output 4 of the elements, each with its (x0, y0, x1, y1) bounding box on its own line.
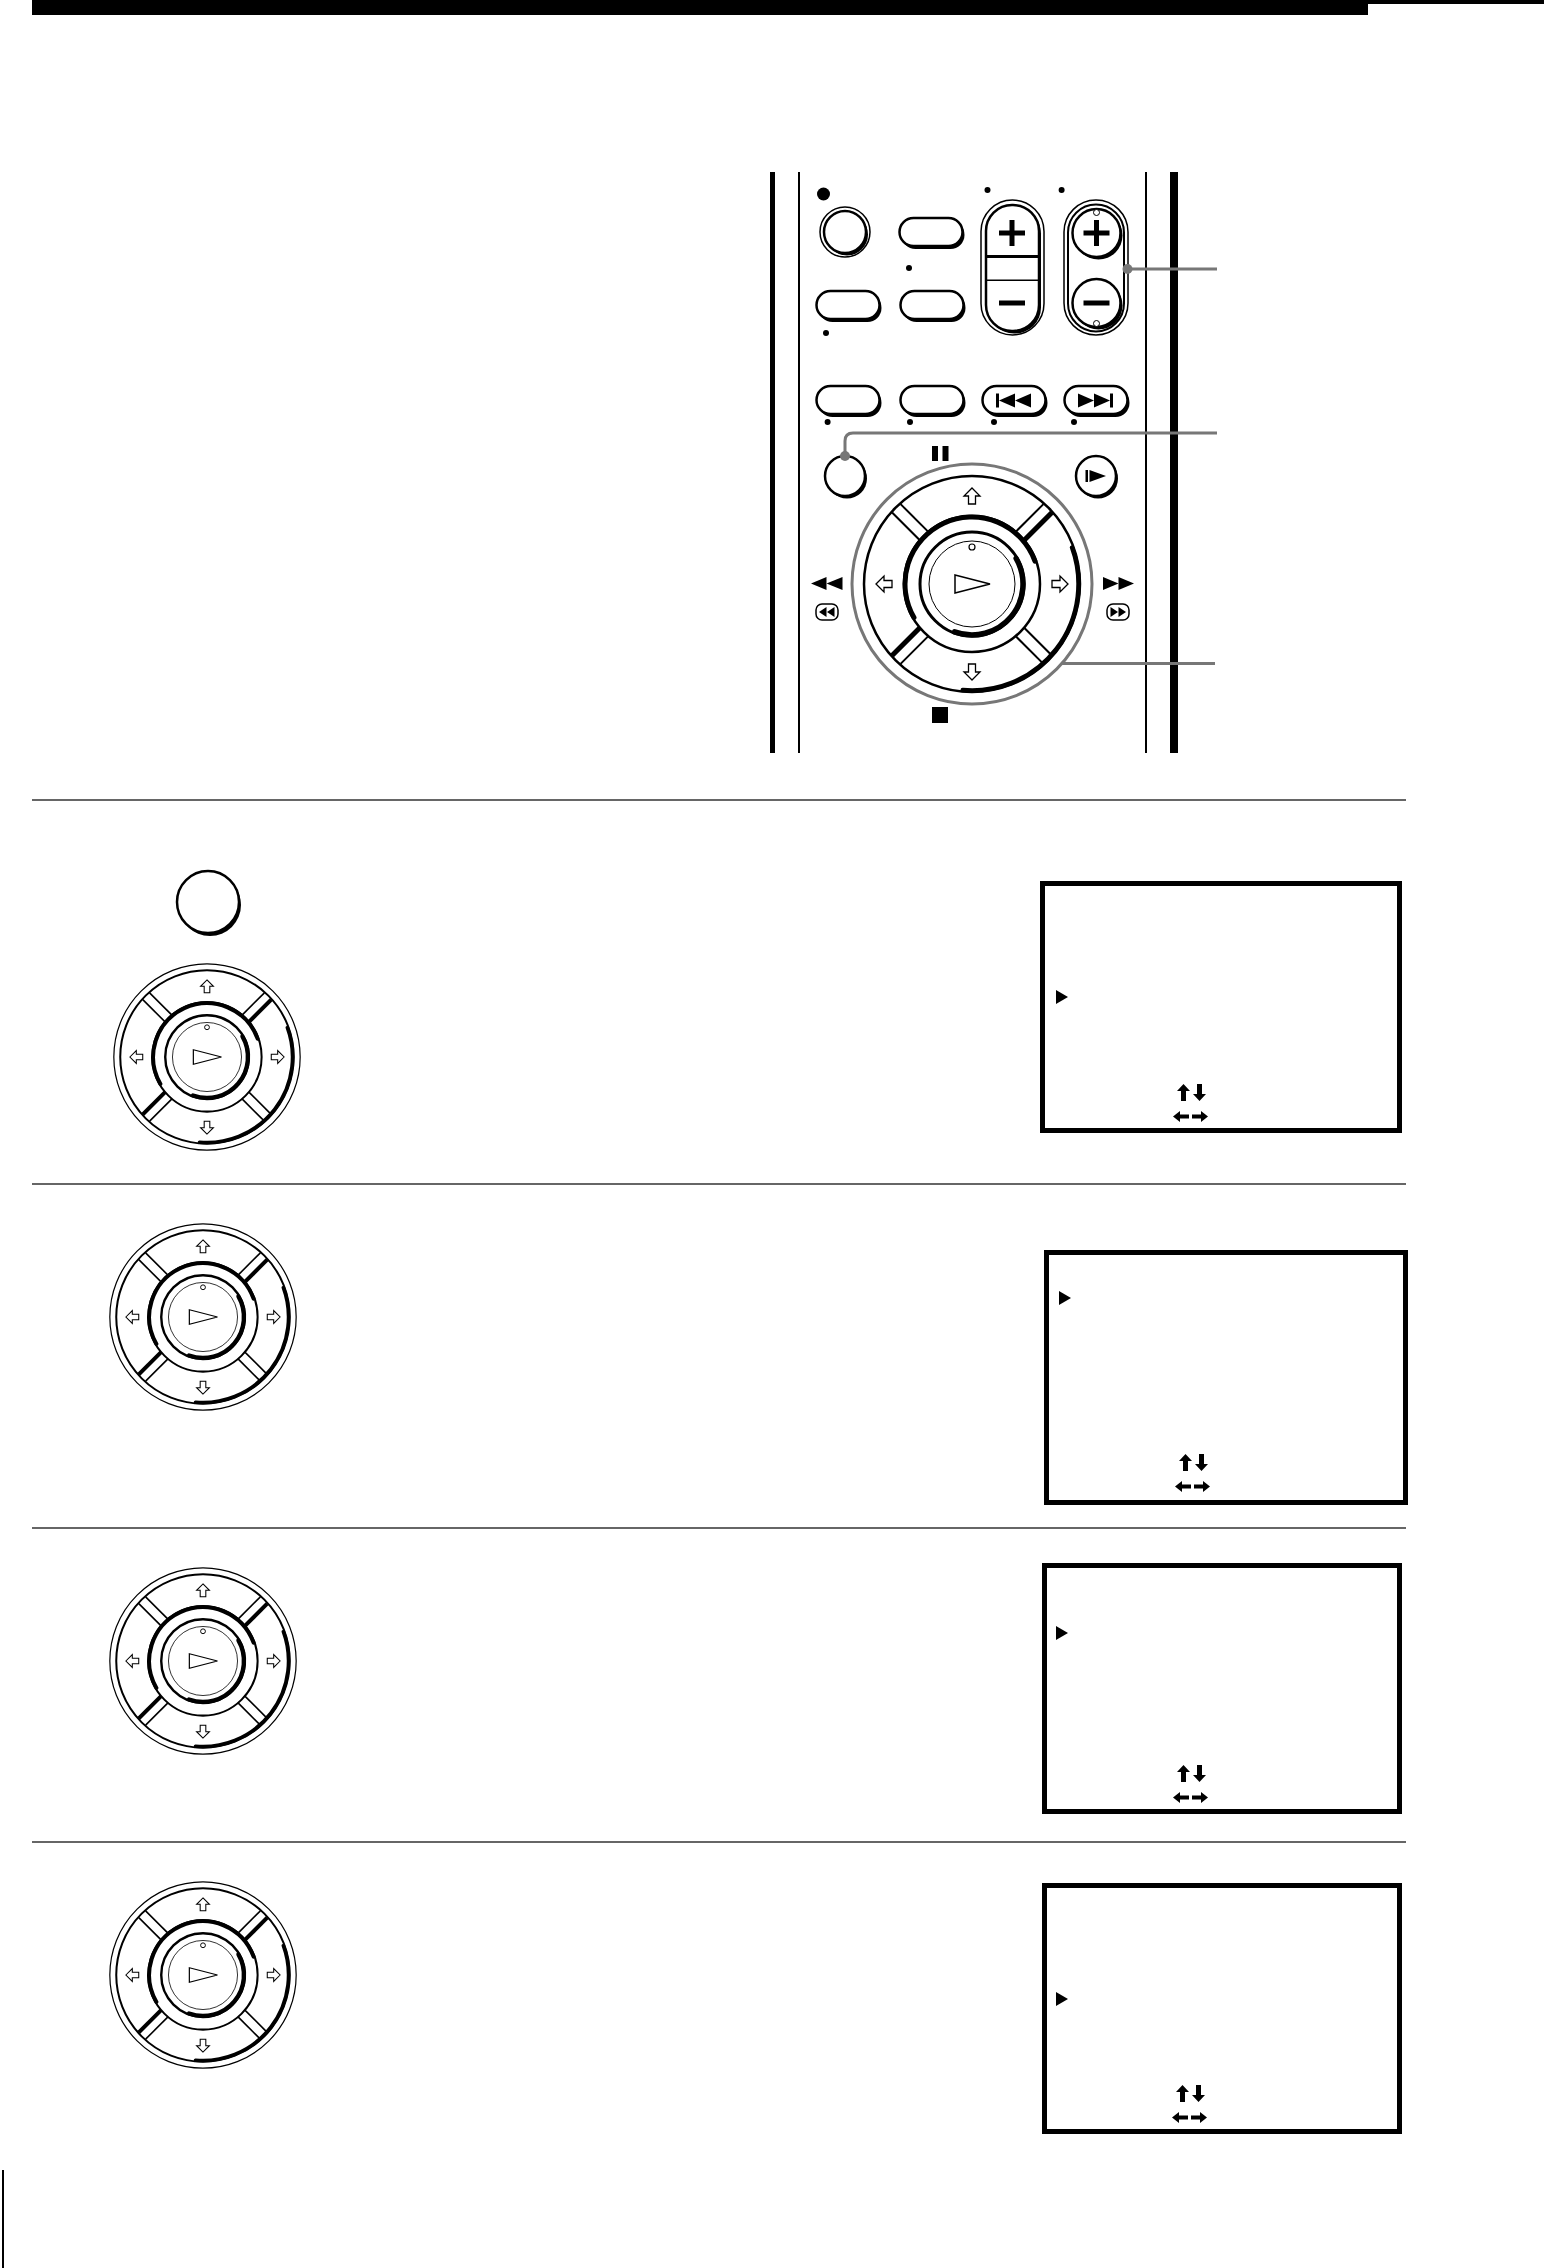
leader-line (1061, 662, 1215, 665)
round-button (821, 452, 869, 500)
leader-line (840, 431, 1217, 461)
leader-line (1122, 264, 1217, 274)
